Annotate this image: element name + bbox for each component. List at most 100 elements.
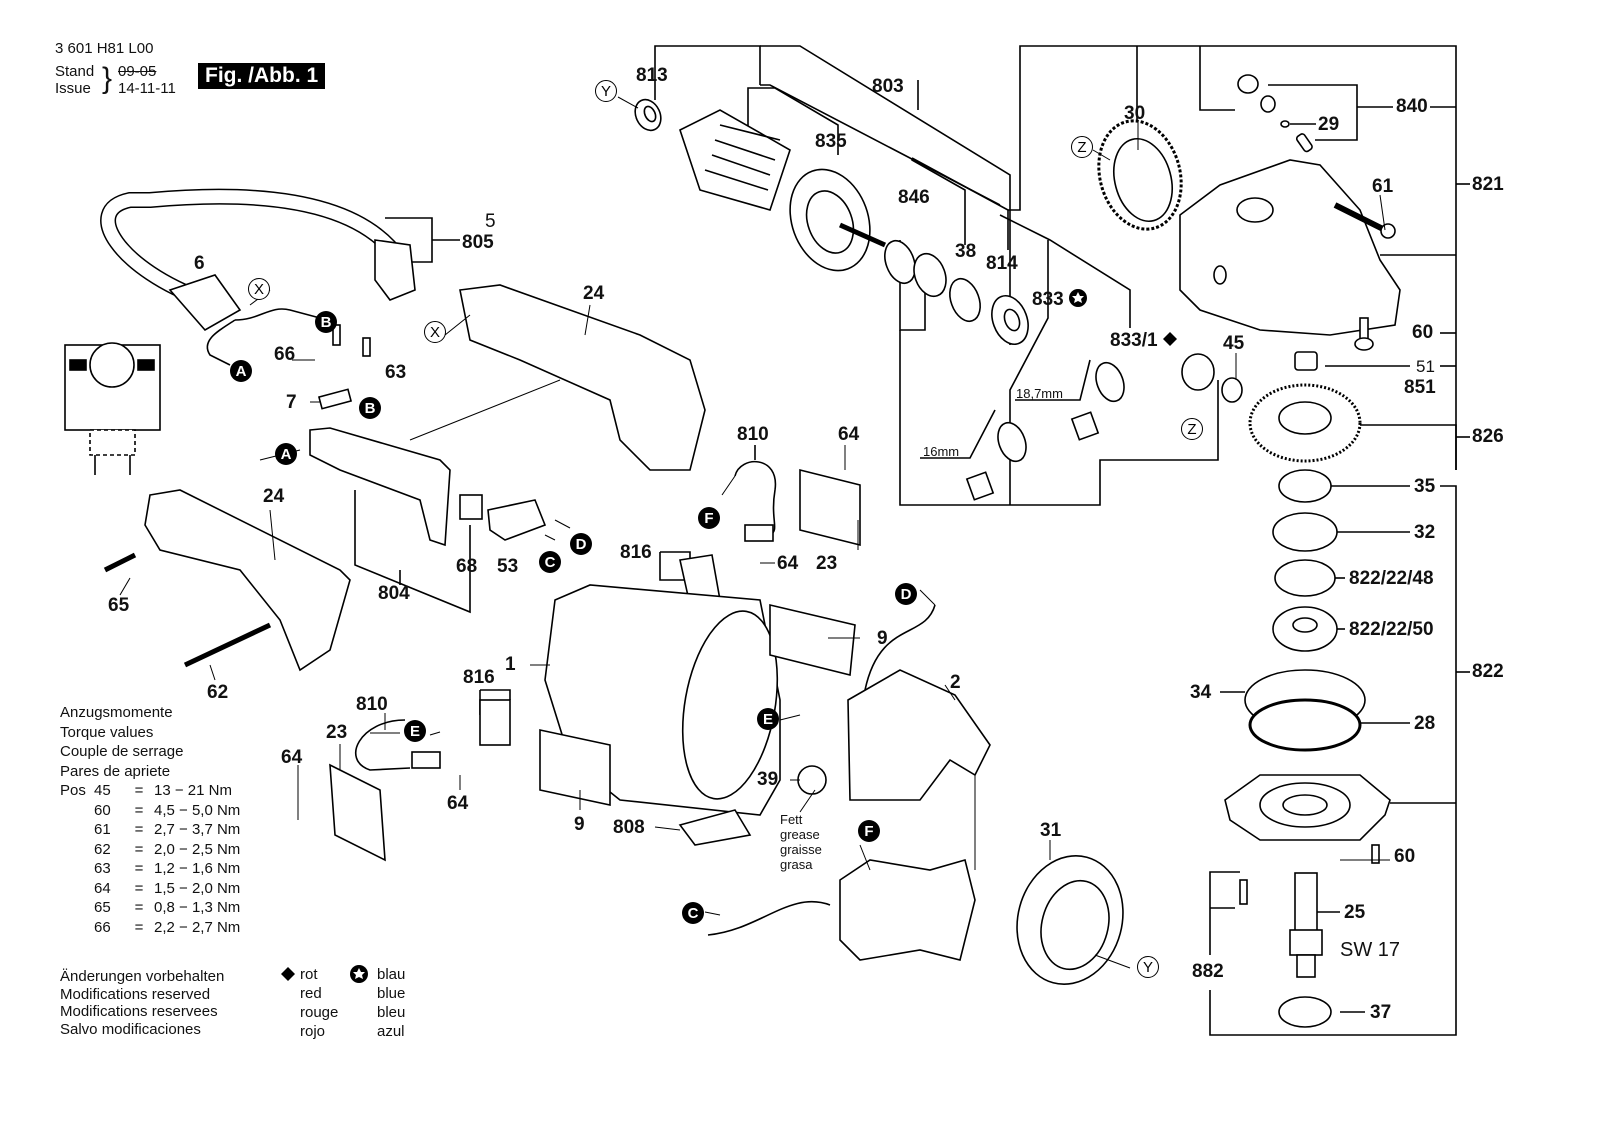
bracket-833-1 — [999, 214, 1131, 328]
connector-e-marker: E — [757, 708, 779, 730]
equals-sign: = — [134, 918, 144, 936]
part-label-835: 835 — [815, 131, 847, 152]
legend-red-label: rot — [300, 966, 318, 983]
needle-sleeve-small — [1070, 411, 1100, 441]
equals-sign: = — [134, 801, 144, 819]
connector-y-marker: Y — [595, 80, 617, 102]
part-label-64-left: 64 — [281, 747, 303, 768]
modifications-line: Modifications reservees — [60, 1003, 218, 1020]
part-label-7: 7 — [286, 392, 297, 413]
seal-32 — [1272, 512, 1338, 552]
part-label-813: 813 — [636, 65, 668, 86]
modifications-notice: Änderungen vorbehalten Modifications res… — [60, 968, 224, 1038]
wiring-schematic — [64, 342, 161, 475]
pinion — [1181, 353, 1215, 391]
connector-x-marker: X — [248, 278, 270, 300]
part-label-821: 821 — [1472, 174, 1504, 195]
connector-e-marker: E — [404, 720, 426, 742]
cap-840 — [1237, 74, 1259, 94]
part-label-32: 32 — [1414, 522, 1436, 543]
legend-blue-label: bleu — [377, 1004, 406, 1021]
part-label-39: 39 — [757, 769, 779, 790]
modifications-line: Modifications reserved — [60, 985, 211, 1003]
part-label-804: 804 — [378, 583, 410, 604]
part-label-1: 1 — [505, 654, 516, 675]
part-label-60-upper: 60 — [1412, 322, 1434, 343]
dimension-18-7mm: 18,7mm — [1016, 386, 1063, 401]
label-9-upper — [769, 603, 856, 677]
cord-sleeve-6 — [168, 274, 242, 332]
equals-sign: = — [134, 782, 144, 799]
brush-cover-23-lower — [329, 763, 386, 862]
torque-value: 4,5 − 5,0 Nm — [154, 801, 241, 819]
legend-blue-label: blau — [377, 966, 406, 983]
part-label-882: 882 — [1192, 961, 1224, 982]
bearing-813 — [634, 98, 662, 132]
part-label-61: 61 — [1372, 176, 1394, 197]
part-label-37: 37 — [1370, 1002, 1392, 1023]
bearing-35 — [1278, 469, 1332, 503]
connector-d-marker: D — [570, 533, 592, 555]
part-label-822-22-48: 822/22/48 — [1349, 568, 1434, 589]
needle-bearing-833 — [997, 421, 1027, 463]
power-plug — [374, 239, 416, 301]
connector-c-marker: C — [539, 551, 561, 573]
part-label-24-upper: 24 — [583, 283, 605, 304]
bracket-821-frame — [1008, 45, 1457, 470]
torque-row: 65=0,8 − 1,3 Nm — [60, 898, 240, 918]
blue-star-circle-icon — [350, 965, 368, 983]
screw-65 — [103, 552, 137, 573]
torque-value: 2,7 − 3,7 Nm — [154, 821, 241, 838]
torque-row: 66=2,2 − 2,7 Nm — [60, 918, 240, 938]
armature-835 — [679, 109, 887, 272]
circlip-822-22-48 — [1274, 559, 1336, 597]
o-ring-28 — [1248, 698, 1362, 752]
part-label-810-lower: 810 — [356, 694, 388, 715]
issue-date: 14-11-11 — [118, 80, 176, 97]
legend-red: rot red rouge rojo — [300, 965, 338, 1041]
part-label-30: 30 — [1124, 103, 1146, 124]
connector-b-marker: B — [359, 397, 381, 419]
connector-y-marker: Y — [1137, 956, 1159, 978]
torque-value: 1,5 − 2,0 Nm — [154, 879, 241, 897]
part-label-851: 851 — [1404, 377, 1436, 398]
part-label-23-lower: 23 — [326, 722, 348, 743]
brush-holder-816-lower — [479, 699, 511, 746]
connector-z-marker: Z — [1181, 418, 1203, 440]
felt-39 — [797, 765, 827, 795]
part-label-63: 63 — [385, 362, 407, 383]
part-68 — [459, 494, 483, 520]
torque-value: 0,8 − 1,3 Nm — [154, 899, 241, 916]
carbon-brush-810-upper — [744, 524, 774, 542]
part-label-840: 840 — [1396, 96, 1428, 117]
part-label-25: 25 — [1344, 902, 1366, 923]
old-date: 09-05 — [118, 63, 157, 80]
bevel-gear-30 — [1097, 119, 1183, 231]
part-label-816-lower: 816 — [463, 667, 495, 688]
label-808 — [678, 809, 752, 846]
part-label-2: 2 — [950, 672, 961, 693]
part-label-45: 45 — [1223, 333, 1245, 354]
carbon-brush-810-lower — [411, 751, 441, 769]
part-label-62: 62 — [207, 682, 229, 703]
connector-a-marker: A — [275, 443, 297, 465]
torque-pos: 64 — [94, 879, 111, 897]
equals-sign: = — [134, 821, 144, 838]
equals-sign: = — [134, 840, 144, 858]
part-label-38: 38 — [955, 241, 977, 262]
wrench-size-sw17: SW 17 — [1340, 939, 1401, 961]
connector-d-marker: D — [895, 583, 917, 605]
part-label-826: 826 — [1472, 426, 1504, 447]
torque-row: 60=4,5 − 5,0 Nm — [60, 801, 240, 821]
grease-note-line: graisse — [780, 842, 822, 857]
legend-red-label: rojo — [300, 1023, 326, 1040]
torque-title: Anzugsmomente — [60, 704, 173, 721]
part-label-60-lower: 60 — [1394, 846, 1416, 867]
modifications-line: Änderungen vorbehalten — [60, 968, 225, 985]
field-coil-2 — [847, 669, 991, 801]
part-label-814: 814 — [986, 253, 1018, 274]
connector-z-marker: Z — [1071, 136, 1093, 158]
bracket-846-left — [899, 240, 926, 331]
torque-row: 64=1,5 − 2,0 Nm — [60, 879, 240, 899]
